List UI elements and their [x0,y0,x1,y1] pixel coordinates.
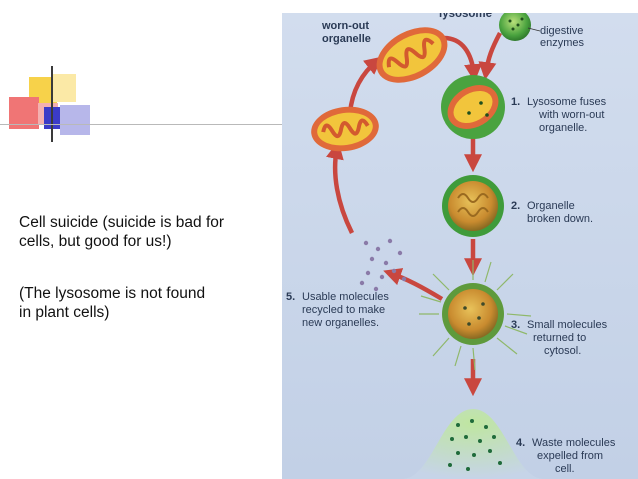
decor-square-light-yellow [52,74,76,102]
plant-cell-note-text: (The lysosome is not found in plant cell… [19,284,269,322]
step-4-line-1: Waste molecules [532,437,616,449]
worn-out-organelle-mitochondrion [376,27,448,83]
decor-square-lavender [60,105,90,135]
arrow-organelle-to-fusion [443,35,482,83]
step-2-number: 2. [511,200,520,212]
digestive-enzyme-dots [508,17,524,31]
arrow-lysosome-to-fusion [478,31,502,81]
step-1-line-2: with worn-out [538,109,604,121]
step-5-line-2: recycled to make [302,304,385,316]
new-mitochondrion [311,106,379,152]
lysosome-label: lysosome [439,13,492,20]
cell-membrane [402,409,544,479]
step-1-line-1: Lysosome fuses [527,96,607,108]
step-2-line-2: broken down. [527,213,593,225]
plant-cell-note-line-1: (The lysosome is not found [19,285,206,302]
decor-square-red [9,97,39,129]
arrow-recycled-to-mitochondrion [326,140,355,235]
step-3-number: 3. [511,319,520,331]
cell-suicide-text: Cell suicide (suicide is bad for cells, … [19,213,269,251]
decor-vertical-line [51,66,53,142]
fused-organelle [441,75,505,139]
worn-out-label-line-2: organelle [322,33,371,45]
digestive-enzymes-label-line-1: digestive [540,25,583,37]
divider-line [0,124,282,125]
step-4-number: 4. [516,437,525,449]
waste-molecules [448,419,502,471]
step-4-line-2: expelled from [537,450,603,462]
step-4-line-3: cell. [555,463,575,475]
small-molecules-vesicle [419,260,532,371]
cell-suicide-line-1: Cell suicide (suicide is bad for [19,214,225,231]
step-5-number: 5. [286,291,295,303]
usable-molecules [359,238,407,292]
digestive-enzymes-pointer [527,27,541,32]
step-1-line-3: organelle. [539,122,587,134]
worn-out-label-line-1: worn-out [321,20,369,32]
digestive-enzymes-label-line-2: enzymes [540,37,585,49]
arrow-molecules-to-recycled [383,268,444,301]
step-3-line-2: returned to [533,332,586,344]
step-5-line-3: new organelles. [302,317,379,329]
step-3-line-3: cytosol. [544,345,581,357]
step-1-number: 1. [511,96,520,108]
plant-cell-note-line-2: in plant cells) [19,304,110,321]
cell-suicide-line-2: cells, but good for us!) [19,233,172,250]
lysosome-diagram: lysosome worn-out organelle digestive en… [282,13,638,479]
step-5-line-1: Usable molecules [302,291,389,303]
broken-down-organelle [442,175,504,237]
step-2-line-1: Organelle [527,200,575,212]
step-3-line-1: Small molecules [527,319,608,331]
